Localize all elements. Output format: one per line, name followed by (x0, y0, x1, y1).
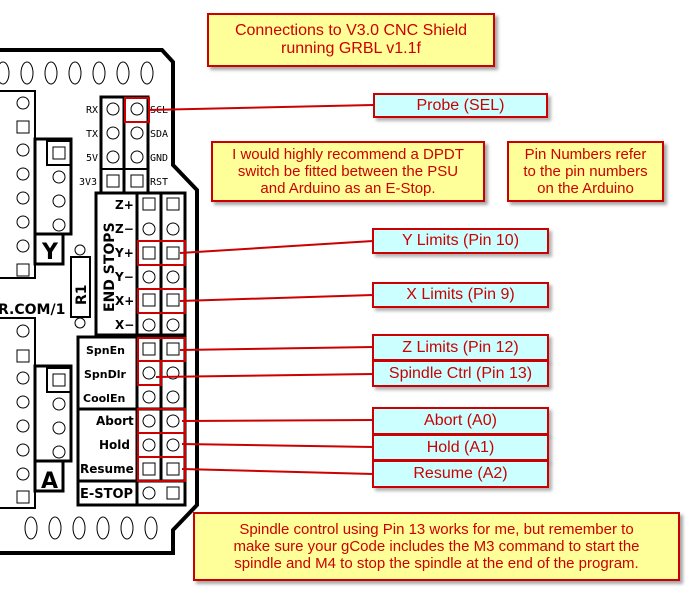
label-y-limits: Y Limits (Pin 10) (372, 228, 549, 254)
end-stop-labels: Z+ Z− Y+ Y− X+ X− (114, 198, 134, 332)
pin-label: SpnEn (86, 344, 125, 357)
arrow-spindle (155, 365, 388, 382)
hole (140, 61, 154, 85)
label-z-limits: Z Limits (Pin 12) (372, 334, 549, 361)
url-fragment: R.COM/1 (0, 302, 65, 318)
serial-labels-left: RX TX 5V 3V3 (79, 105, 98, 188)
hole (96, 516, 110, 540)
bottom-holes (24, 516, 158, 540)
y-axis-label: Y (41, 240, 59, 265)
pin-label: 5V (86, 153, 98, 164)
pin-label: TX (86, 129, 98, 140)
pin-label: X+ (115, 294, 134, 308)
hole (20, 61, 34, 85)
pin-label: X− (115, 318, 134, 332)
pin-label: Resume (80, 462, 134, 476)
pin-label: RX (86, 105, 98, 116)
arrow-x-limit (179, 286, 388, 303)
label-probe: Probe (SEL) (373, 93, 548, 118)
label-resume: Resume (A2) (372, 460, 549, 488)
pin-numbers-note: Pin Numbers refer to the pin numbers on … (507, 141, 664, 202)
arrow-resume (181, 466, 388, 483)
arrow-abort (181, 411, 388, 428)
pin-label: Z− (115, 222, 134, 236)
arrow-probe (147, 96, 388, 113)
hole (44, 61, 58, 85)
highlight-spndir (137, 360, 162, 386)
pin-label: RST (150, 177, 168, 188)
hole (0, 61, 10, 85)
label-x-limits: X Limits (Pin 9) (372, 282, 549, 308)
pin-label: 3V3 (79, 177, 97, 188)
pin-label: Hold (99, 438, 130, 452)
pin-label: Abort (96, 414, 134, 428)
label-hold: Hold (A1) (372, 434, 549, 461)
spindle-labels: SpnEn SpnDlr CoolEn (83, 344, 127, 405)
serial-labels-right: SCL SDA GND RST (150, 105, 168, 188)
highlight-probe (124, 97, 150, 123)
a-axis-label: A (41, 469, 58, 494)
title-note: Connections to V3.0 CNC Shield running G… (207, 13, 495, 67)
resistor-r1 (70, 244, 91, 329)
hole (116, 61, 130, 85)
driver-header-a (0, 317, 73, 509)
pin-label: Z+ (115, 198, 134, 212)
driver-header-y (0, 90, 73, 279)
pin-label: Y+ (114, 246, 134, 260)
pin-label: GND (150, 153, 168, 164)
pin-label: SDA (150, 129, 168, 140)
highlights (124, 97, 186, 482)
arrow-hold (181, 439, 388, 456)
hole (68, 61, 82, 85)
hole (120, 516, 134, 540)
resistor-label: R1 (74, 284, 90, 305)
estop-label: E-STOP (80, 487, 133, 502)
arrow-z-limit (179, 338, 388, 355)
pin-label: SpnDlr (84, 368, 127, 381)
label-spindle-ctrl: Spindle Ctrl (Pin 13) (372, 360, 549, 387)
estop-recommendation-note: I would highly recommend a DPDT switch b… (211, 141, 485, 202)
connector-arrows (147, 96, 388, 483)
hole (72, 516, 86, 540)
hole (92, 61, 106, 85)
control-labels: Abort Hold Resume (80, 414, 134, 476)
hole (48, 516, 62, 540)
hole (24, 516, 38, 540)
hole (144, 516, 158, 540)
spindle-control-note: Spindle control using Pin 13 works for m… (193, 512, 680, 581)
top-holes (0, 61, 154, 85)
board-outline (0, 48, 199, 555)
arrow-y-limit (179, 232, 388, 254)
end-stops-title: END STOPS (102, 222, 118, 312)
pin-label: Y− (114, 270, 134, 284)
pin-label: CoolEn (83, 392, 125, 405)
label-abort: Abort (A0) (372, 407, 549, 435)
